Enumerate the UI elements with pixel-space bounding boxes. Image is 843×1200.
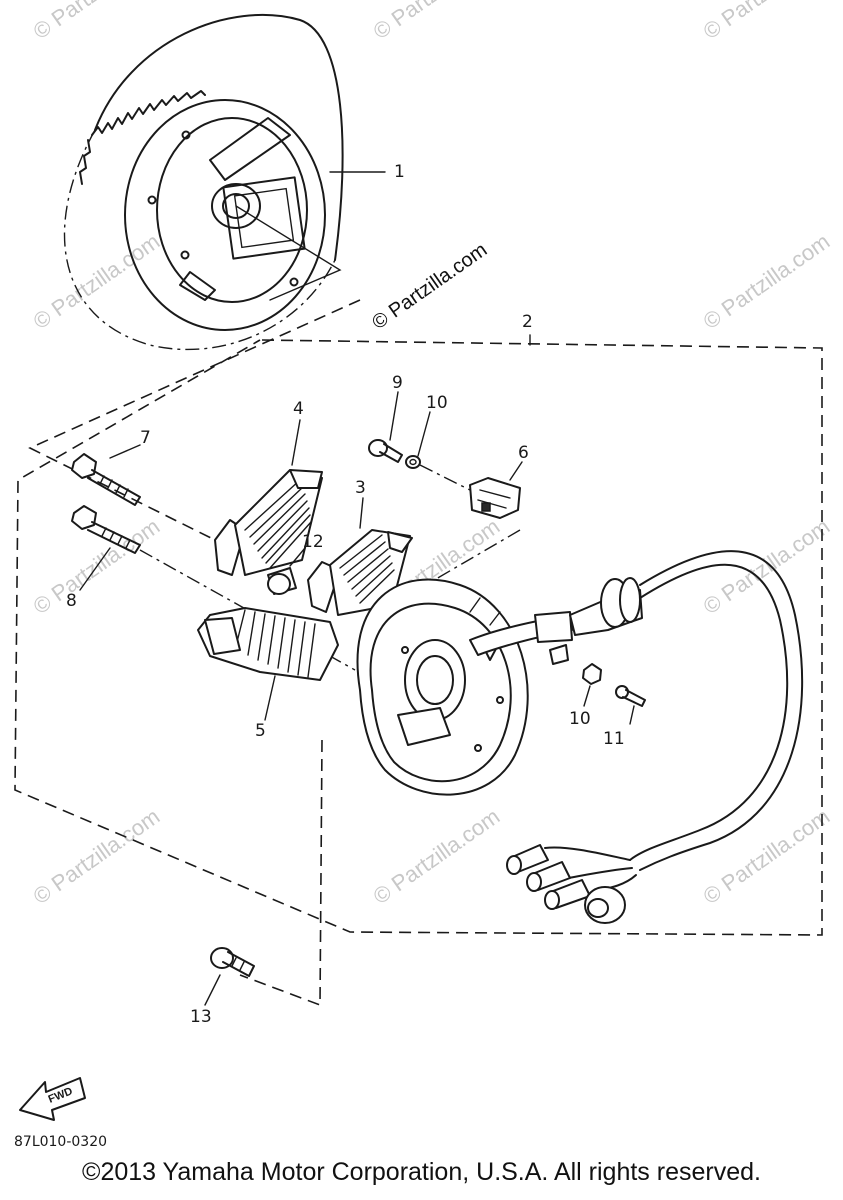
copyright-notice: ©2013 Yamaha Motor Corporation, U.S.A. A…	[82, 1158, 761, 1186]
callout-11: 11	[603, 729, 625, 749]
callout-12: 12	[302, 532, 324, 552]
coil-4: 4	[214, 399, 323, 576]
callout-4: 4	[293, 399, 304, 419]
callout-13: 13	[190, 1007, 212, 1027]
flywheel-rotor: 1	[63, 13, 405, 351]
callout-10-lower: 10	[569, 709, 591, 729]
watermark: © Partzilla.com	[369, 0, 505, 44]
screw-9: 9	[368, 373, 403, 463]
stator-assembly-boundary: 2	[14, 299, 823, 936]
watermark: © Partzilla.com	[29, 804, 165, 910]
callout-7: 7	[140, 428, 151, 448]
watermark: © Partzilla.com	[699, 0, 835, 44]
nut-10-lower: 10	[569, 663, 602, 729]
callout-6: 6	[518, 443, 529, 463]
screw-11: 11	[603, 685, 646, 749]
collar-12: 12	[267, 532, 324, 595]
callout-10-upper: 10	[426, 393, 448, 413]
bolt-8: 8	[66, 505, 141, 611]
callout-8: 8	[66, 591, 77, 611]
watermark: © Partzilla.com	[699, 229, 835, 335]
washer-10-upper: 10	[405, 393, 448, 469]
stator-base-plate	[356, 578, 529, 796]
callout-1: 1	[394, 162, 405, 182]
exploded-parts-diagram: © Partzilla.com © Partzilla.com © Partzi…	[14, 0, 835, 1150]
wire-harness	[469, 550, 804, 924]
watermark: © Partzilla.com	[29, 0, 165, 44]
fwd-arrow-icon: FWD	[19, 1077, 86, 1121]
callout-3: 3	[355, 478, 366, 498]
bolt-7: 7	[71, 428, 151, 506]
coil-5: 5	[197, 607, 339, 741]
callout-9: 9	[392, 373, 403, 393]
watermark-center: © Partzilla.com	[368, 239, 491, 334]
watermark: © Partzilla.com	[699, 804, 835, 910]
watermark: © Partzilla.com	[699, 514, 835, 620]
screw-13: 13	[190, 739, 323, 1027]
callout-5: 5	[255, 721, 266, 741]
callout-2: 2	[522, 312, 533, 332]
diagram-part-number: 87L010-0320	[14, 1134, 107, 1150]
watermark: © Partzilla.com	[369, 804, 505, 910]
bracket-6: 6	[469, 443, 529, 519]
